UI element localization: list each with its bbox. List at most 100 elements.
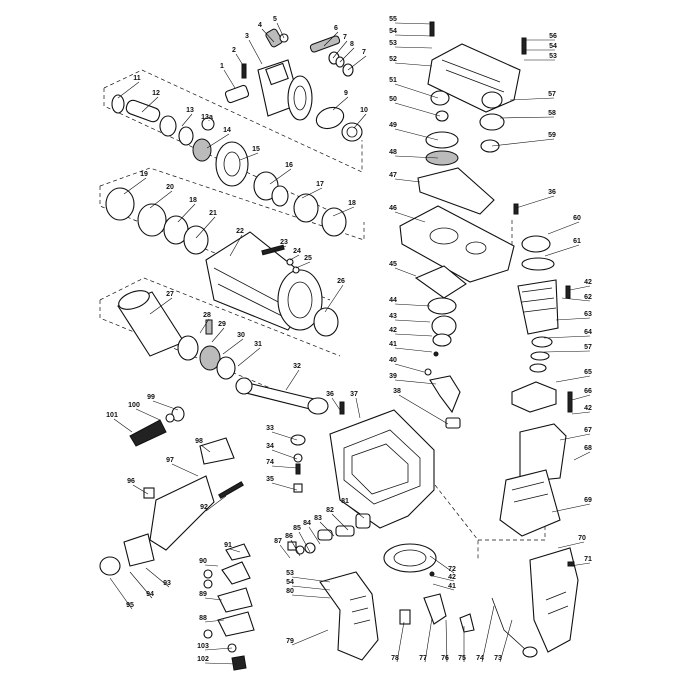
part-label-31: 31 [254, 341, 262, 348]
part-label-73: 73 [494, 655, 502, 662]
part-label-19: 19 [140, 171, 148, 178]
part-label-68: 68 [584, 445, 592, 452]
gear-cover-assembly [399, 21, 527, 429]
leader-line-51 [394, 83, 439, 99]
leader-line-21 [195, 216, 216, 239]
leader-line-3 [248, 39, 263, 65]
part-label-43: 43 [389, 313, 397, 320]
leader-line-12 [141, 96, 159, 113]
part-label-32: 32 [293, 363, 301, 370]
part-label-76: 76 [441, 655, 449, 662]
part-label-97: 97 [166, 457, 174, 464]
leader-line-96 [132, 484, 149, 495]
part-label-1: 1 [220, 63, 224, 70]
part-label-20: 20 [166, 184, 174, 191]
leader-line-68 [573, 451, 591, 461]
part-label-66: 66 [584, 388, 592, 395]
part-label-18: 18 [348, 200, 356, 207]
leader-line-27 [149, 297, 173, 315]
leader-line-88 [204, 619, 225, 623]
part-label-36: 36 [548, 189, 556, 196]
leader-line-48 [394, 155, 439, 159]
leader-lines [109, 22, 591, 665]
leader-line-24 [289, 254, 300, 261]
leader-line-97 [171, 463, 199, 477]
part-label-94: 94 [146, 591, 154, 598]
leader-line-40 [394, 363, 425, 373]
part-label-2: 2 [232, 47, 236, 54]
leader-line-57 [543, 350, 591, 353]
leader-line-78 [396, 621, 405, 663]
leader-line-103 [204, 647, 233, 651]
part-label-7: 7 [343, 34, 347, 41]
part-label-39: 39 [389, 373, 397, 380]
part-label-89: 89 [199, 591, 207, 598]
part-number-labels: 12345678791011121313a1415161718192018212… [106, 16, 592, 663]
leader-line-80 [291, 594, 331, 599]
leader-line-60 [547, 221, 580, 235]
leader-line-72 [429, 555, 455, 574]
leader-line-73 [499, 619, 513, 663]
part-label-54: 54 [549, 43, 557, 50]
part-label-78: 78 [391, 655, 399, 662]
piston-assembly [117, 290, 329, 415]
part-label-18: 18 [189, 197, 197, 204]
leader-line-31 [237, 347, 261, 367]
part-label-81: 81 [341, 498, 349, 505]
part-label-103: 103 [197, 643, 209, 650]
part-label-41: 41 [389, 341, 397, 348]
part-label-33: 33 [266, 425, 274, 432]
part-label-38: 38 [393, 388, 401, 395]
leader-line-22 [229, 234, 243, 257]
leader-line-17 [301, 187, 323, 199]
leader-line-1 [223, 69, 236, 89]
leader-line-100 [135, 408, 161, 421]
part-label-34: 34 [266, 443, 274, 450]
part-label-79: 79 [286, 638, 294, 645]
part-label-7: 7 [362, 49, 366, 56]
part-label-59: 59 [548, 132, 556, 139]
leader-line-28 [199, 318, 210, 334]
part-label-95: 95 [126, 602, 134, 609]
part-label-102: 102 [197, 656, 209, 663]
part-label-96: 96 [127, 478, 135, 485]
part-label-28: 28 [203, 312, 211, 319]
part-label-11: 11 [133, 75, 141, 82]
part-label-54: 54 [286, 579, 294, 586]
leader-line-36 [331, 397, 341, 411]
leader-line-20 [149, 190, 173, 209]
part-label-67: 67 [584, 427, 592, 434]
leader-line-94 [129, 571, 153, 599]
leader-line-93 [145, 567, 170, 588]
part-label-51: 51 [389, 77, 397, 84]
part-label-25: 25 [304, 255, 312, 262]
part-label-57: 57 [548, 91, 556, 98]
part-label-45: 45 [389, 261, 397, 268]
leader-line-45 [394, 267, 417, 277]
part-label-52: 52 [389, 56, 397, 63]
leader-line-70 [557, 541, 585, 549]
leader-line-79 [291, 629, 329, 646]
part-label-12: 12 [152, 90, 160, 97]
leader-line-42 [569, 285, 591, 291]
leader-line-18 [177, 203, 196, 223]
part-label-15: 15 [252, 146, 260, 153]
leader-line-57 [509, 97, 555, 101]
part-label-61: 61 [573, 238, 581, 245]
part-label-49: 49 [389, 122, 397, 129]
leader-line-85 [298, 531, 311, 553]
leader-line-35 [271, 482, 298, 491]
screw-stack [290, 434, 306, 493]
part-label-42: 42 [448, 574, 456, 581]
part-label-30: 30 [237, 332, 245, 339]
leader-line-99 [152, 400, 179, 411]
part-label-71: 71 [584, 556, 592, 563]
part-label-72: 72 [448, 566, 456, 573]
part-label-3: 3 [245, 33, 249, 40]
leader-line-42 [571, 411, 591, 415]
part-label-65: 65 [584, 369, 592, 376]
part-label-86: 86 [285, 533, 293, 540]
part-label-42: 42 [584, 279, 592, 286]
leader-line-8 [339, 47, 355, 63]
part-label-21: 21 [209, 210, 217, 217]
